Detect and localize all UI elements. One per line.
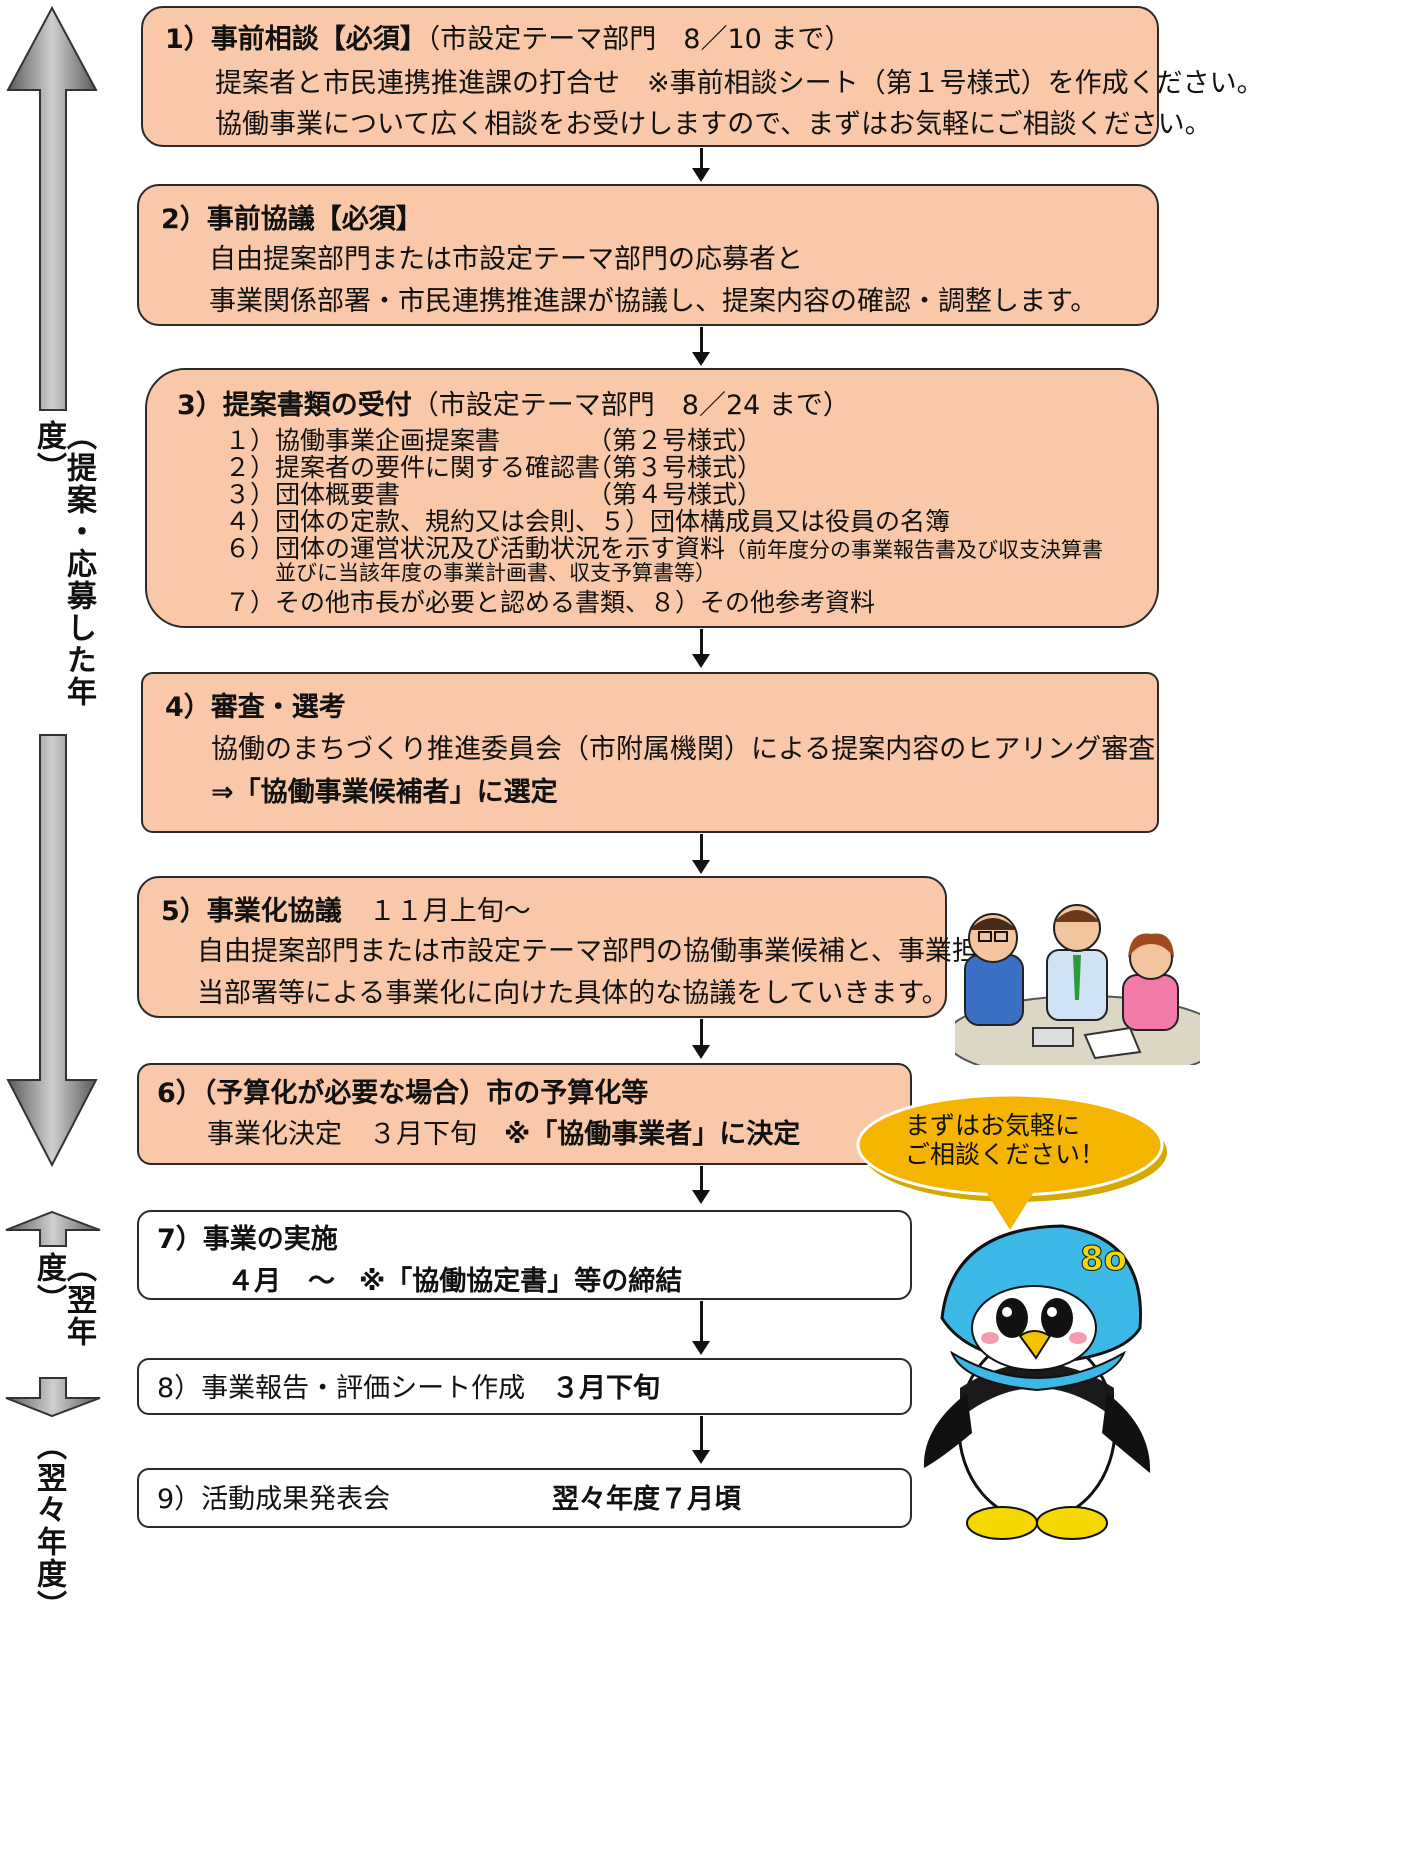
step-8-box: 8）事業報告・評価シート作成 ３月下旬 bbox=[137, 1358, 912, 1415]
step-1-line-2: 協働事業について広く相談をお受けしますので、まずはお気軽にご相談ください。 bbox=[215, 109, 1212, 140]
label-next-year: （翌年度） bbox=[31, 1252, 96, 1348]
flow-arrow bbox=[692, 1019, 710, 1059]
step-4-line-1: 協働のまちづくり推進委員会（市附属機関）による提案内容のヒアリング審査 bbox=[211, 734, 1156, 765]
step-9-box: 9）活動成果発表会 翌々年度７月頃 bbox=[137, 1468, 912, 1528]
label-year-after-next: （翌々年度） bbox=[31, 1430, 66, 1622]
doc-3-form: （第４号様式） bbox=[587, 480, 763, 509]
step-4-title: 4）審査・選考 bbox=[165, 692, 346, 723]
doc-3: ３）団体概要書 bbox=[225, 480, 401, 509]
step-6-line-1: 事業化決定 ３月下旬 bbox=[207, 1119, 504, 1150]
left-timeline-arrows bbox=[5, 5, 101, 1418]
next-year-up-arrow bbox=[5, 1210, 101, 1247]
step-3-title: 3）提案書類の受付 bbox=[177, 390, 412, 421]
step-7-line-1: ４月 ～ bbox=[227, 1266, 335, 1297]
step-3-note: （市設定テーマ部門 8／24 まで） bbox=[411, 390, 850, 421]
flow-arrow bbox=[692, 834, 710, 874]
doc-4: ４）団体の定款、規約又は会則、５）団体構成員又は役員の名簿 bbox=[225, 507, 951, 536]
mascot-illustration: 8o bbox=[923, 1224, 1151, 1540]
step-6-box: 6）（予算化が必要な場合）市の予算化等 事業化決定 ３月下旬 ※「協働事業者」に… bbox=[137, 1063, 912, 1165]
down-arrow-head bbox=[6, 734, 98, 1168]
step-5-note: １１月上旬～ bbox=[341, 896, 531, 927]
flow-arrow bbox=[692, 148, 710, 182]
bubble-line-2: ご相談ください！ bbox=[905, 1140, 1106, 1169]
step-8-title: 8）事業報告・評価シート作成 bbox=[157, 1373, 526, 1404]
step-1-note: （市設定テーマ部門 8／10 まで） bbox=[426, 24, 852, 55]
bubble-line-1: まずはお気軽に bbox=[905, 1111, 1081, 1140]
flow-arrow bbox=[692, 1301, 710, 1355]
step-6-line-2: ※「協働事業者」に決定 bbox=[504, 1119, 801, 1150]
step-7-box: 7）事業の実施 ４月 ～ ※「協働協定書」等の締結 bbox=[137, 1210, 912, 1300]
step-7-line-2: ※「協働協定書」等の締結 bbox=[359, 1266, 683, 1297]
step-4-box: 4）審査・選考 協働のまちづくり推進委員会（市附属機関）による提案内容のヒアリン… bbox=[141, 672, 1159, 833]
step-9-title: 9）活動成果発表会 bbox=[157, 1484, 391, 1515]
step-2-line-1: 自由提案部門または市設定テーマ部門の応募者と bbox=[209, 244, 803, 275]
step-3-box: 3）提案書類の受付（市設定テーマ部門 8／24 まで） １）協働事業企画提案書 … bbox=[145, 368, 1159, 628]
label-proposal-year: （提案・応募した年度） bbox=[31, 420, 96, 708]
step-2-line-2: 事業関係部署・市民連携推進課が協議し、提案内容の確認・調整します。 bbox=[209, 286, 1098, 317]
step-2-box: 2）事前協議【必須】 自由提案部門または市設定テーマ部門の応募者と 事業関係部署… bbox=[137, 184, 1159, 326]
step-5-box: 5）事業化協議 １１月上旬～ 自由提案部門または市設定テーマ部門の協働事業候補と… bbox=[137, 876, 979, 1018]
step-2-title: 2）事前協議【必須】 bbox=[161, 204, 423, 235]
flow-arrow bbox=[692, 1416, 710, 1464]
step-1-line-1: 提案者と市民連携推進課の打合せ ※事前相談シート（第１号様式）を作成ください。 bbox=[215, 68, 1264, 99]
step-5-title: 5）事業化協議 bbox=[161, 896, 342, 927]
step-4-line-2: ⇒「協働事業候補者」に選定 bbox=[211, 777, 558, 808]
mascot-hat-text: 8o bbox=[1080, 1239, 1127, 1279]
step-7-title: 7）事業の実施 bbox=[157, 1224, 338, 1255]
step-5-line-1: 自由提案部門または市設定テーマ部門の協働事業候補と、事業担 bbox=[197, 936, 979, 967]
next-year-down-arrow bbox=[5, 1377, 101, 1418]
doc-6-cont: 並びに当該年度の事業計画書、収支予算書等） bbox=[275, 561, 716, 585]
flow-arrow bbox=[692, 1166, 710, 1204]
doc-1-form: （第２号様式） bbox=[587, 426, 763, 455]
speech-bubble bbox=[856, 1093, 1167, 1230]
flow-arrow bbox=[692, 629, 710, 668]
doc-6: ６）団体の運営状況及び活動状況を示す資料 bbox=[225, 534, 726, 563]
step-8-value: ３月下旬 bbox=[552, 1373, 660, 1404]
doc-6-note: （前年度分の事業報告書及び収支決算書 bbox=[725, 538, 1104, 562]
doc-2: ２）提案者の要件に関する確認書 bbox=[225, 453, 601, 482]
doc-7: ７）その他市長が必要と認める書類、８）その他参考資料 bbox=[225, 588, 876, 617]
step-1-title: 1）事前相談【必須】 bbox=[165, 24, 427, 55]
meeting-illustration bbox=[955, 904, 1200, 1065]
up-arrow-head bbox=[6, 5, 98, 411]
step-9-value: 翌々年度７月頃 bbox=[552, 1484, 741, 1515]
step-6-title: 6）（予算化が必要な場合）市の予算化等 bbox=[157, 1078, 649, 1109]
doc-2-form: （第３号様式） bbox=[587, 453, 763, 482]
flow-arrow bbox=[692, 327, 710, 366]
step-5-line-2: 当部署等による事業化に向けた具体的な協議をしていきます。 bbox=[197, 978, 949, 1009]
doc-1: １）協働事業企画提案書 bbox=[225, 426, 501, 455]
step-1-box: 1）事前相談【必須】（市設定テーマ部門 8／10 まで） 提案者と市民連携推進課… bbox=[141, 6, 1264, 147]
